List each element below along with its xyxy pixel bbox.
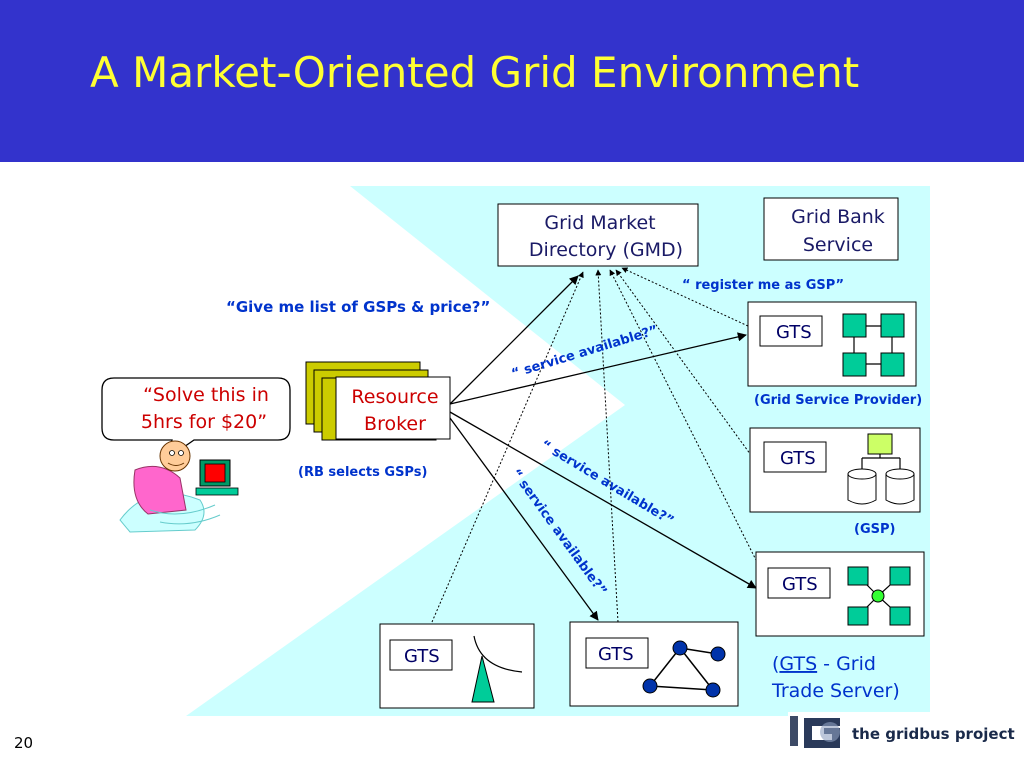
bank-label-line2: Service [803, 234, 873, 256]
gts-label: GTS [776, 322, 812, 343]
gts-label: GTS [780, 448, 816, 469]
register-gsp-label: “ register me as GSP” [682, 278, 844, 293]
grid-bank-service-node: Grid Bank Service [763, 197, 899, 261]
gts-legend-line1: (GTS - Grid [772, 653, 876, 675]
gsp-label: (GSP) [854, 522, 895, 537]
gmd-label-line2: Directory (GMD) [529, 239, 683, 261]
user-quote-line1: “Solve this in [143, 384, 269, 406]
give-list-label: “Give me list of GSPs & price?” [226, 298, 490, 316]
gsp-node-2: GTS [749, 427, 921, 513]
gts-legend-line2: Trade Server) [771, 680, 900, 702]
user-speech-bubble: “Solve this in 5hrs for $20” [101, 377, 291, 460]
rb-selects-label: (RB selects GSPs) [298, 465, 427, 480]
grid-service-provider-label: (Grid Service Provider) [754, 393, 922, 408]
gridbus-logo: the gridbus project [788, 712, 1015, 754]
grid-market-directory-node: Grid Market Directory (GMD) [497, 203, 699, 267]
slide-header [0, 0, 1024, 162]
broker-label-line2: Broker [364, 413, 426, 435]
gsp-node-1: GTS [747, 301, 917, 387]
gridbus-logo-text: the gridbus project [852, 725, 1015, 743]
user-quote-line2: 5hrs for $20” [141, 411, 267, 433]
broker-arrows [449, 275, 757, 621]
gsp-node-3: GTS [755, 551, 925, 637]
gts-label: GTS [782, 574, 818, 595]
gsp-node-5: GTS [569, 621, 739, 707]
registration-dotted-lines [431, 267, 761, 623]
gmd-label-line1: Grid Market [544, 212, 655, 234]
resource-broker-node: Resource Broker [305, 361, 451, 441]
gts-label: GTS [598, 644, 634, 665]
bank-label-line1: Grid Bank [791, 206, 885, 228]
gsp-node-4: GTS [379, 623, 535, 709]
cyan-background-region [186, 186, 930, 716]
gts-label: GTS [404, 646, 440, 667]
slide-number: 20 [14, 734, 34, 752]
user-computer-icon [119, 440, 239, 533]
broker-label-line1: Resource [351, 386, 438, 408]
slide-title: A Market-Oriented Grid Environment [90, 48, 860, 97]
